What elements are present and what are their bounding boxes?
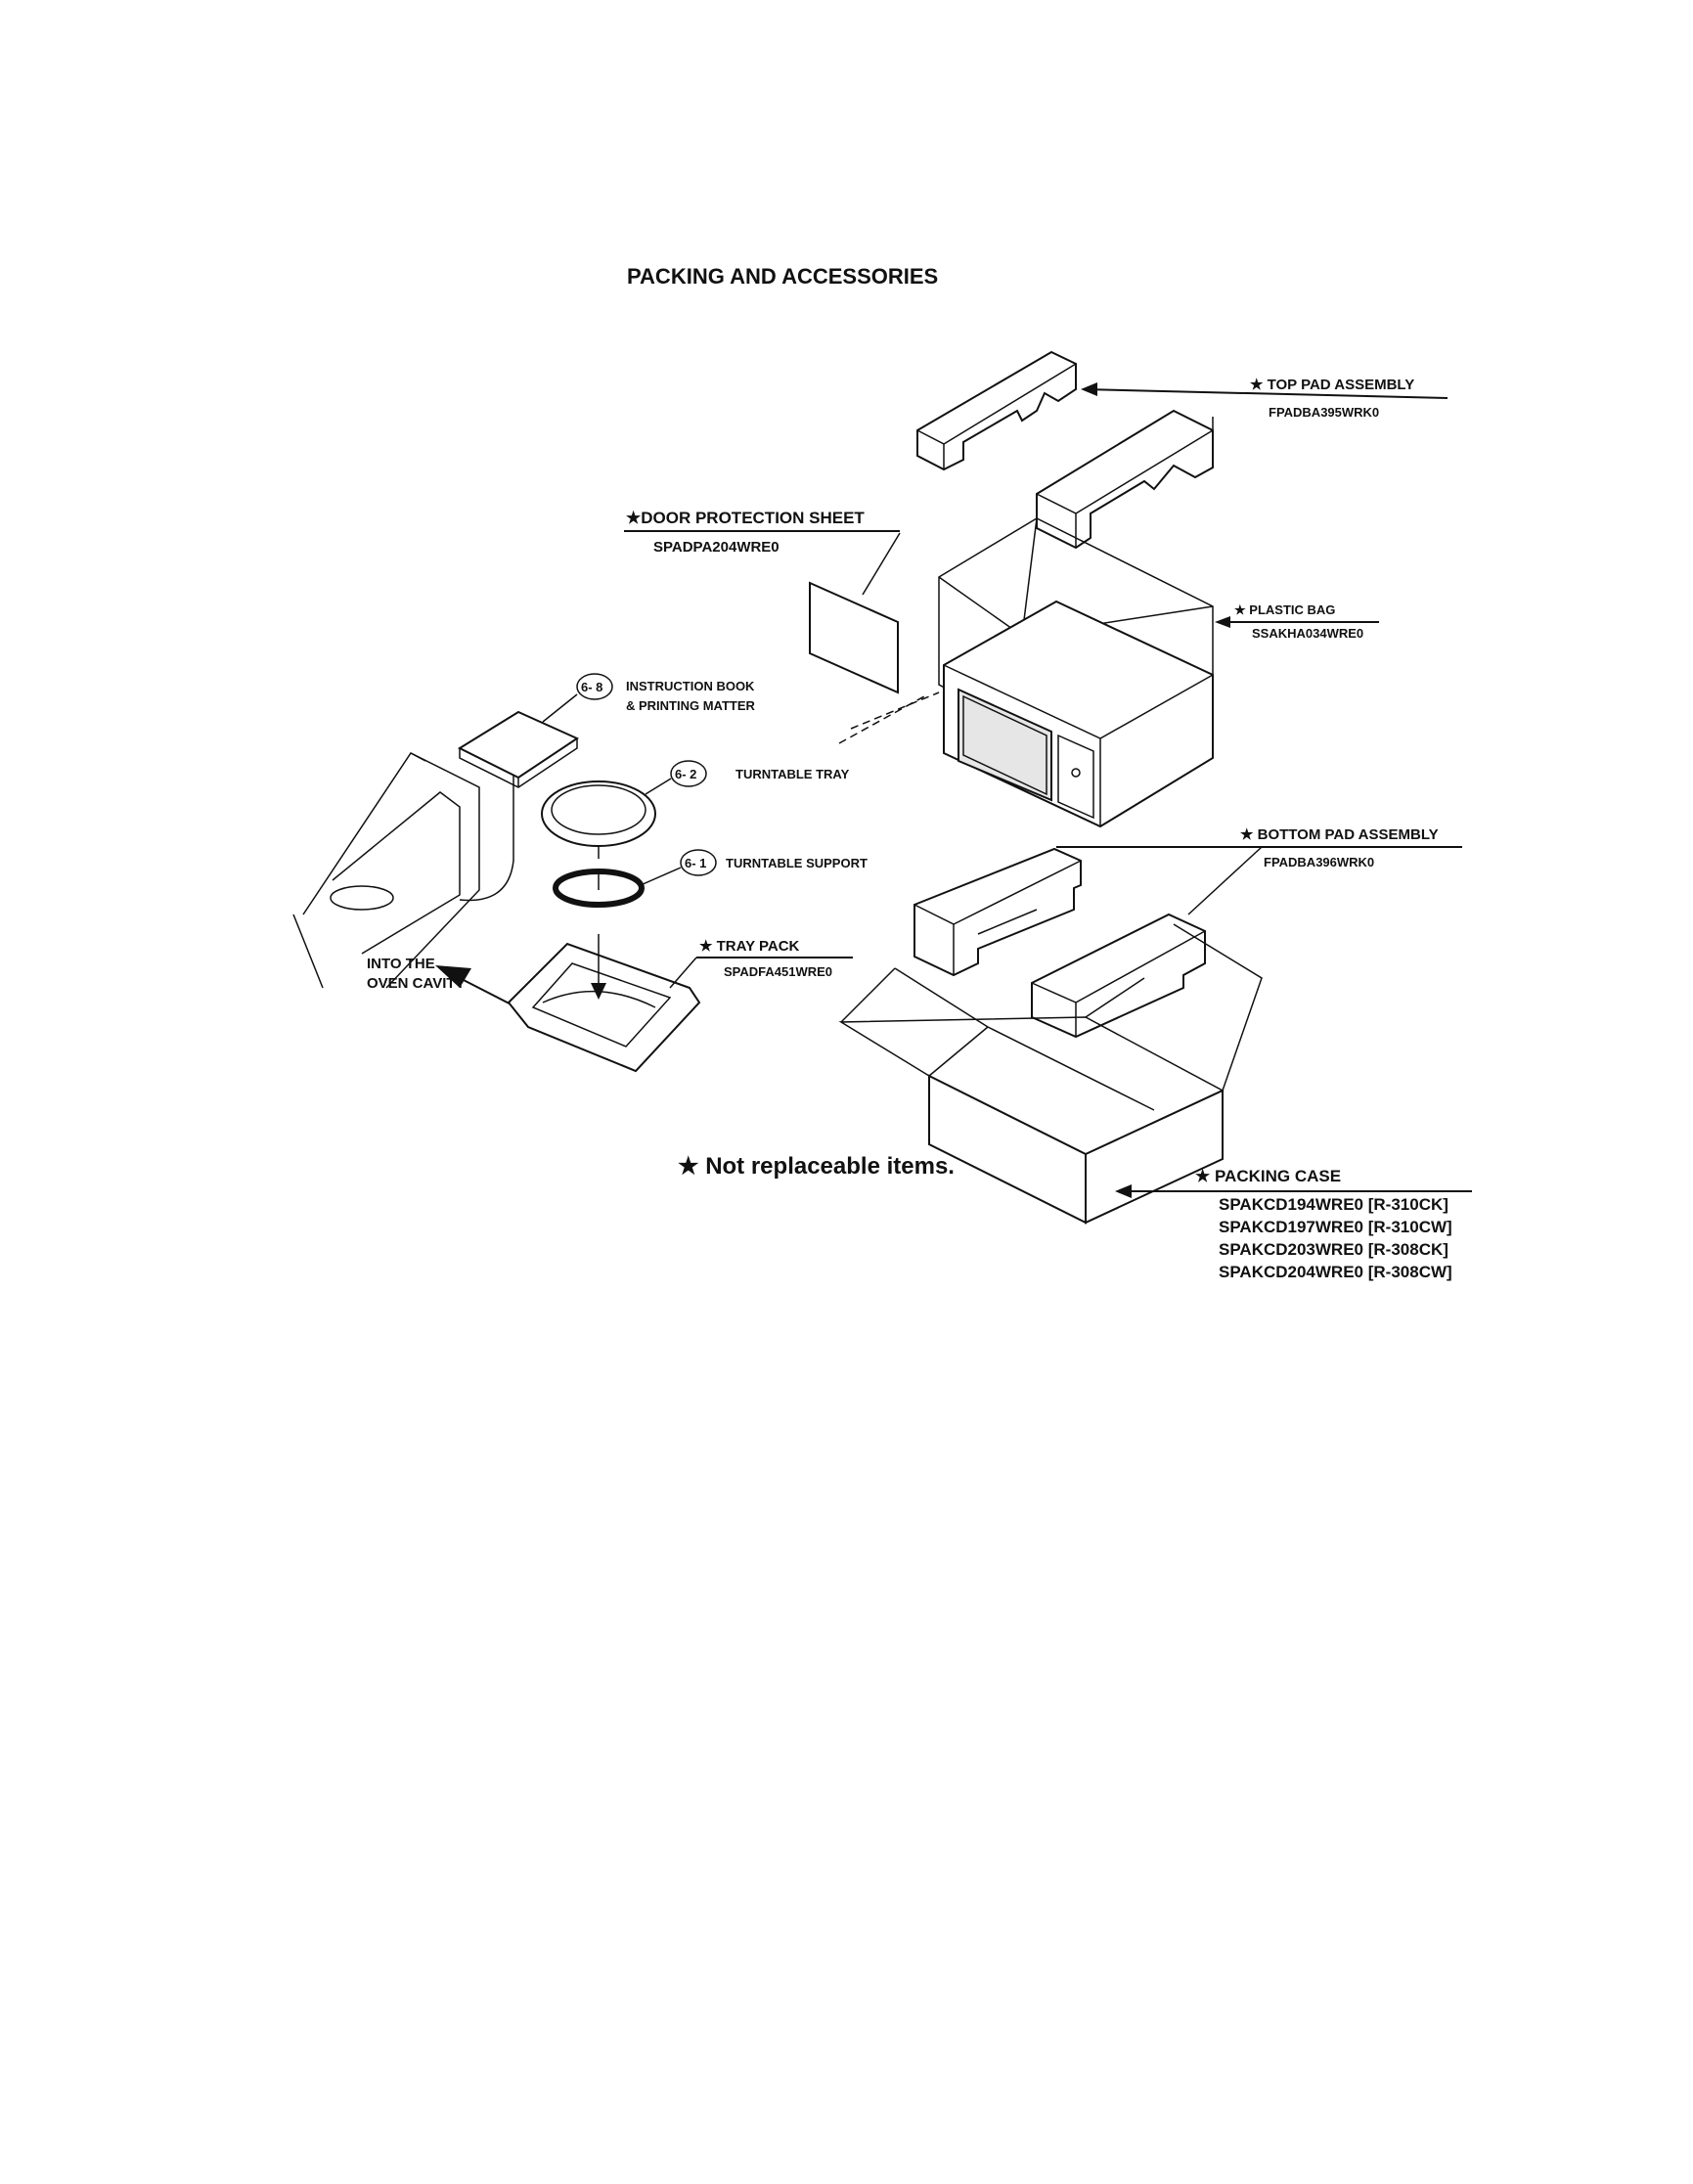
tray-pack-drawing (507, 934, 701, 1073)
packing-case-code-1: SPAKCD194WRE0 [R-310CK] (1219, 1195, 1448, 1214)
into-cavity-line2: OVEN CAVITY (367, 975, 466, 992)
svg-text:★ TOP PAD ASSEMBLY: ★ TOP PAD ASSEMBLY (1250, 377, 1414, 393)
turntable-support-ref: 6- 1 (685, 856, 706, 870)
door-sheet-code: SPADPA204WRE0 (653, 539, 780, 556)
tray-pack-name: TRAY PACK (717, 938, 800, 955)
label-into-oven-cavity: INTO THE OVEN CAVITY (367, 956, 466, 992)
open-oven-drawing (292, 752, 537, 1018)
turntable-tray-ref: 6- 2 (675, 767, 696, 781)
packing-case-code-3: SPAKCD203WRE0 [R-308CK] (1219, 1240, 1448, 1259)
star-icon: ★ (1240, 826, 1254, 843)
top-pad-drawing (916, 350, 1214, 550)
label-turntable-support: 6- 1 TURNTABLE SUPPORT (640, 849, 868, 886)
label-turntable-tray: 6- 2 TURNTABLE TRAY (645, 760, 850, 795)
top-pad-name: TOP PAD ASSEMBLY (1268, 377, 1415, 393)
svg-text:★ BOTTOM PAD ASSEMBLY: ★ BOTTOM PAD ASSEMBLY (1240, 826, 1439, 843)
label-instruction-book: 6- 8 INSTRUCTION BOOK & PRINTING MATTER (542, 673, 756, 723)
label-plastic-bag: ★ PLASTIC BAG SSAKHA034WRE0 (1215, 602, 1379, 641)
packing-case-name: PACKING CASE (1215, 1167, 1341, 1185)
star-icon: ★ (1250, 377, 1264, 393)
label-tray-pack: ★ TRAY PACK SPADFA451WRE0 (669, 938, 853, 989)
top-pad-code: FPADBA395WRK0 (1269, 405, 1379, 420)
packing-case-code-4: SPAKCD204WRE0 [R-308CW] (1219, 1263, 1452, 1281)
bottom-pad-code: FPADBA396WRK0 (1264, 855, 1374, 869)
star-icon: ★ (1234, 602, 1246, 617)
instruction-book-name-2: & PRINTING MATTER (626, 698, 756, 713)
turntable-support-name: TURNTABLE SUPPORT (726, 856, 868, 870)
instruction-book-name-1: INSTRUCTION BOOK (626, 679, 755, 693)
plastic-bag-code: SSAKHA034WRE0 (1252, 626, 1363, 641)
plastic-bag-name: PLASTIC BAG (1249, 602, 1335, 617)
svg-text:★ Not replaceable items.: ★ Not replaceable items. (678, 1153, 955, 1180)
svg-text:★ TRAY PACK: ★ TRAY PACK (699, 938, 800, 955)
label-door-protection-sheet: ★DOOR PROTECTION SHEET SPADPA204WRE0 (624, 509, 901, 596)
tray-pack-code: SPADFA451WRE0 (724, 964, 832, 979)
into-cavity-line1: INTO THE (367, 956, 435, 972)
page-title: PACKING AND ACCESSORIES (627, 264, 938, 289)
label-top-pad-assembly: ★ TOP PAD ASSEMBLY FPADBA395WRK0 (1081, 377, 1448, 430)
star-icon: ★ (626, 509, 642, 527)
instruction-book-ref: 6- 8 (581, 680, 602, 694)
packing-case-code-2: SPAKCD197WRE0 [R-310CW] (1219, 1218, 1452, 1236)
star-icon: ★ (699, 938, 713, 955)
star-icon: ★ (678, 1153, 699, 1180)
door-sheet-name: DOOR PROTECTION SHEET (641, 509, 865, 527)
turntable-tray-drawing (541, 780, 656, 859)
turntable-support-drawing (553, 869, 645, 908)
instruction-book-drawing (457, 710, 580, 788)
door-protection-sheet-drawing (809, 581, 940, 744)
microwave-with-plastic-bag-drawing (938, 517, 1214, 828)
label-packing-case: ★ PACKING CASE SPAKCD194WRE0 [R-310CK] S… (1115, 1167, 1472, 1281)
bottom-pad-name: BOTTOM PAD ASSEMBLY (1258, 826, 1439, 843)
label-bottom-pad-assembly: ★ BOTTOM PAD ASSEMBLY FPADBA396WRK0 (1056, 826, 1462, 915)
bottom-pad-drawing (913, 847, 1206, 1039)
svg-text:★ PLASTIC BAG: ★ PLASTIC BAG (1234, 602, 1335, 617)
svg-text:★DOOR PROTECTION SHEET: ★DOOR PROTECTION SHEET (626, 509, 865, 527)
footnote: ★ Not replaceable items. (678, 1153, 955, 1180)
star-icon: ★ (1195, 1167, 1211, 1185)
svg-text:★ PACKING CASE: ★ PACKING CASE (1195, 1167, 1341, 1185)
turntable-tray-name: TURNTABLE TRAY (735, 767, 850, 781)
footnote-text: Not replaceable items. (705, 1153, 955, 1180)
